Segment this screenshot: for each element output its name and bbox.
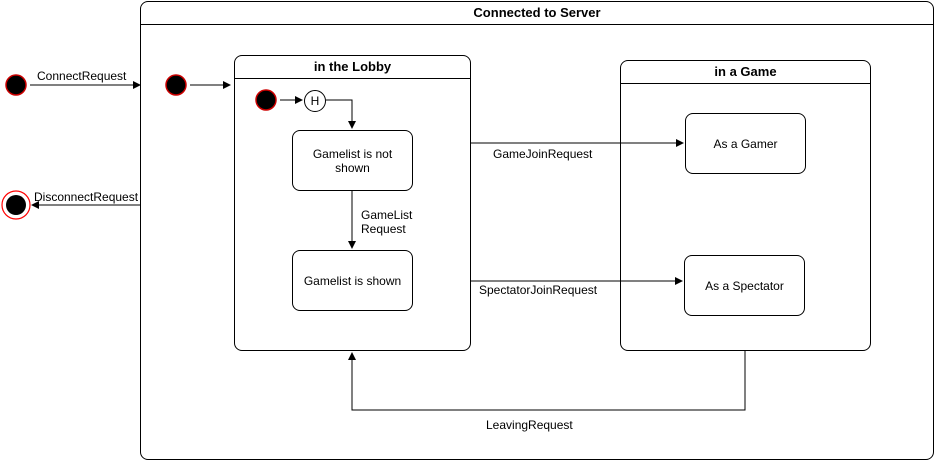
game-join-request-label: GameJoinRequest xyxy=(493,147,593,161)
as-a-spectator-label: As a Spectator xyxy=(705,278,784,293)
as-a-spectator-state: As a Spectator xyxy=(684,255,805,316)
lobby-title: in the Lobby xyxy=(235,56,470,79)
as-a-gamer-label: As a Gamer xyxy=(713,136,778,151)
disconnect-request-label: DisconnectRequest xyxy=(34,190,139,204)
leaving-request-label: LeavingRequest xyxy=(486,418,573,432)
history-transition xyxy=(326,99,356,129)
final-state-core xyxy=(6,195,26,215)
gamelist-shown-state: Gamelist is shown xyxy=(292,250,413,311)
initial-state-lobby xyxy=(255,89,277,111)
connected-to-server-title: Connected to Server xyxy=(141,2,933,25)
leaving-transition xyxy=(348,351,746,411)
as-a-gamer-state: As a Gamer xyxy=(685,113,806,174)
connect-request-label: ConnectRequest xyxy=(37,69,127,83)
history-pseudostate: H xyxy=(304,90,326,112)
initial-state-outer xyxy=(5,74,27,96)
game-title: in a Game xyxy=(621,61,870,84)
initial-state-server xyxy=(165,74,187,96)
gamelist-request-label: GameList Request xyxy=(361,208,413,236)
spectator-join-request-label: SpectatorJoinRequest xyxy=(479,283,598,297)
gamelist-not-shown-state: Gamelist is not shown xyxy=(292,130,413,191)
gamelist-shown-label: Gamelist is shown xyxy=(303,273,402,288)
gamelist-not-shown-label: Gamelist is not shown xyxy=(312,146,393,175)
